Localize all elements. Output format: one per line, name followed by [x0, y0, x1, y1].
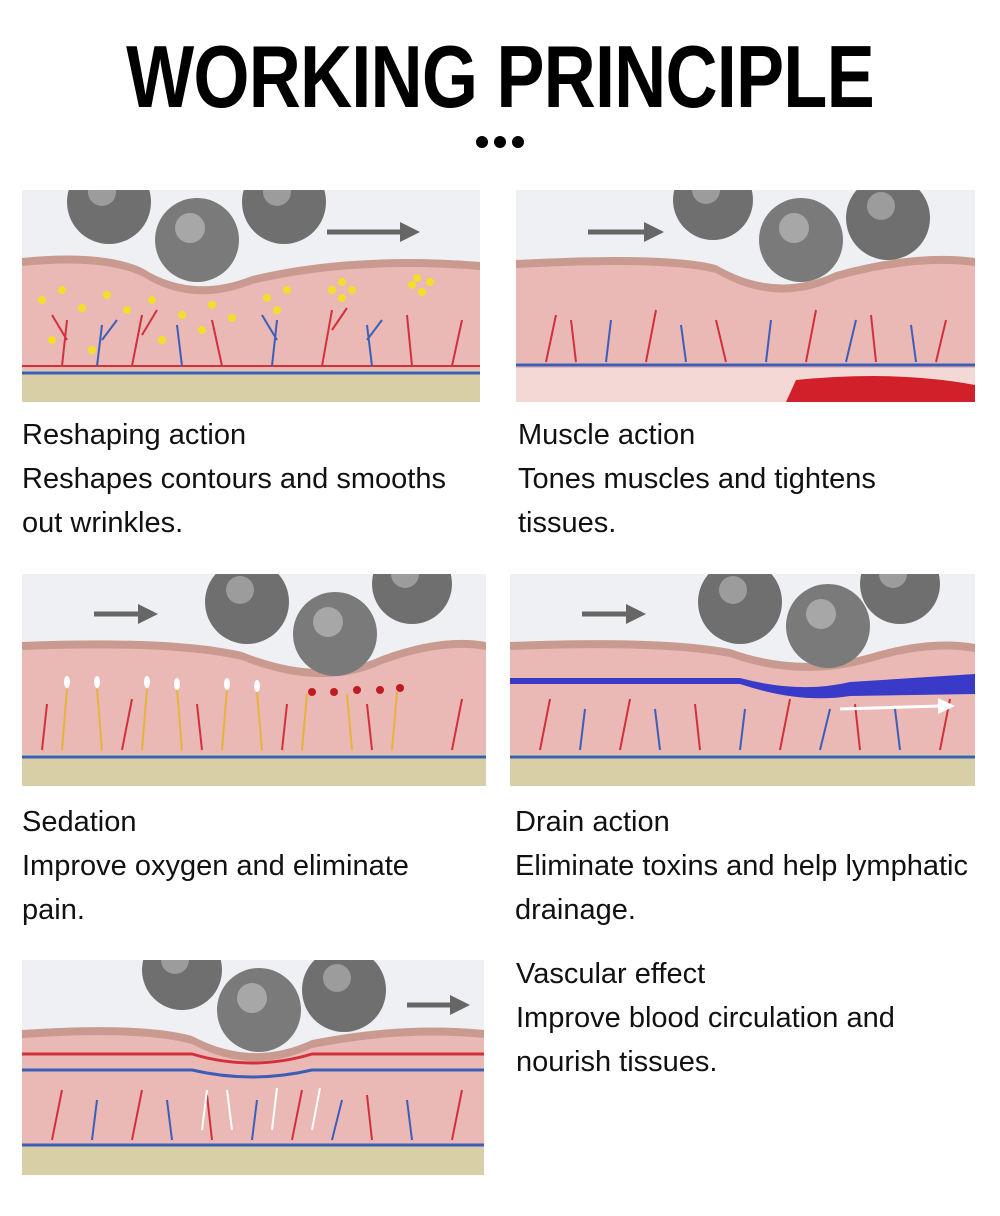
- section-description: Reshapes contours and smooths out wrinkl…: [22, 463, 446, 539]
- vascular-caption: Vascular effect Improve blood circulatio…: [516, 952, 976, 1084]
- section-description: Improve blood circulation and nourish ti…: [516, 1002, 895, 1078]
- reshaping-caption: Reshaping action Reshapes contours and s…: [22, 413, 482, 545]
- section-heading: Reshaping action: [22, 419, 247, 451]
- muscle-illustration: [516, 190, 975, 402]
- section-description: Eliminate toxins and help lymphatic drai…: [515, 850, 968, 926]
- sedation-caption: Sedation Improve oxygen and eliminate pa…: [22, 800, 462, 932]
- section-heading: Drain action: [515, 806, 670, 838]
- drain-caption: Drain action Eliminate toxins and help l…: [515, 800, 995, 932]
- section-heading: Vascular effect: [516, 958, 706, 990]
- section-description: Tones muscles and tightens tissues.: [518, 463, 876, 539]
- section-heading: Muscle action: [518, 419, 696, 451]
- reshaping-illustration: [22, 190, 480, 402]
- vascular-illustration: [22, 960, 484, 1175]
- section-description: Improve oxygen and eliminate pain.: [22, 850, 409, 926]
- sedation-illustration: [22, 574, 486, 786]
- muscle-caption: Muscle action Tones muscles and tightens…: [518, 413, 958, 545]
- drain-illustration: [510, 574, 975, 786]
- page-title: WORKING PRINCIPLE: [126, 27, 875, 126]
- dots-divider: [0, 135, 1000, 153]
- section-heading: Sedation: [22, 806, 137, 838]
